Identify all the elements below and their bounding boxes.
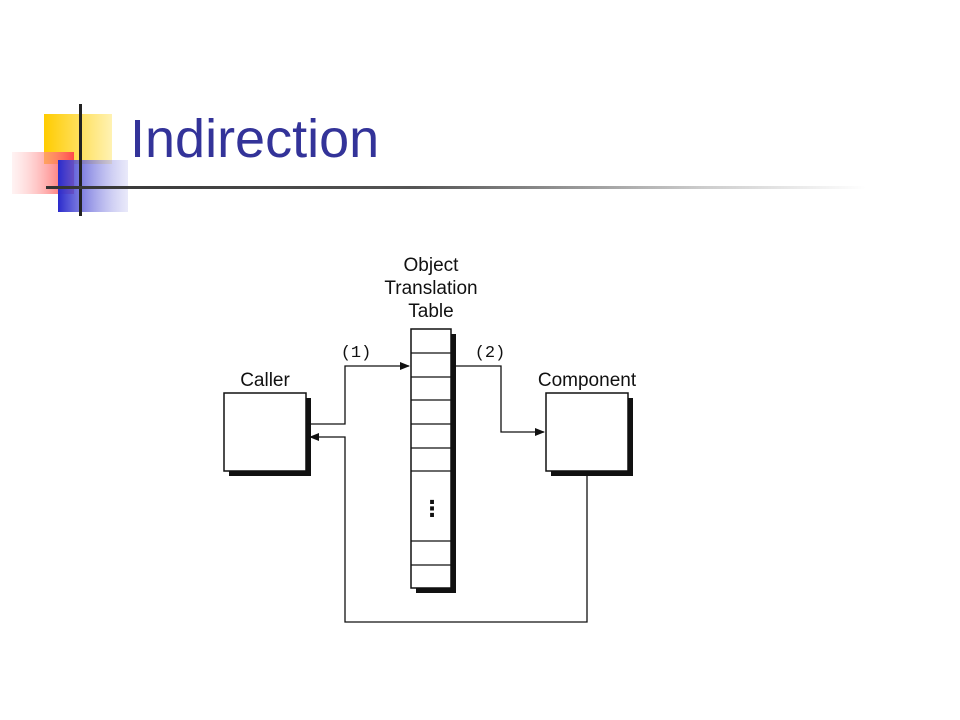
title-underline: [46, 186, 866, 189]
component-box: [545, 392, 633, 476]
translation-table: [410, 328, 456, 593]
table-ellipsis: ⋮: [421, 497, 443, 522]
caller-box: [223, 392, 311, 476]
step-2-label: (2): [475, 344, 506, 363]
table-label-line-1: Object: [404, 255, 460, 276]
arrow-return: [309, 433, 588, 623]
step-1-label: (1): [341, 344, 372, 363]
table-label-line-2: Translation: [384, 278, 477, 299]
slide-title: Indirection: [130, 109, 380, 169]
table-label-line-3: Table: [408, 301, 453, 322]
component-label: Component: [538, 370, 637, 391]
caller-label: Caller: [240, 370, 290, 391]
arrow-step-1: [306, 362, 410, 425]
arrow-step-2: [451, 365, 545, 436]
